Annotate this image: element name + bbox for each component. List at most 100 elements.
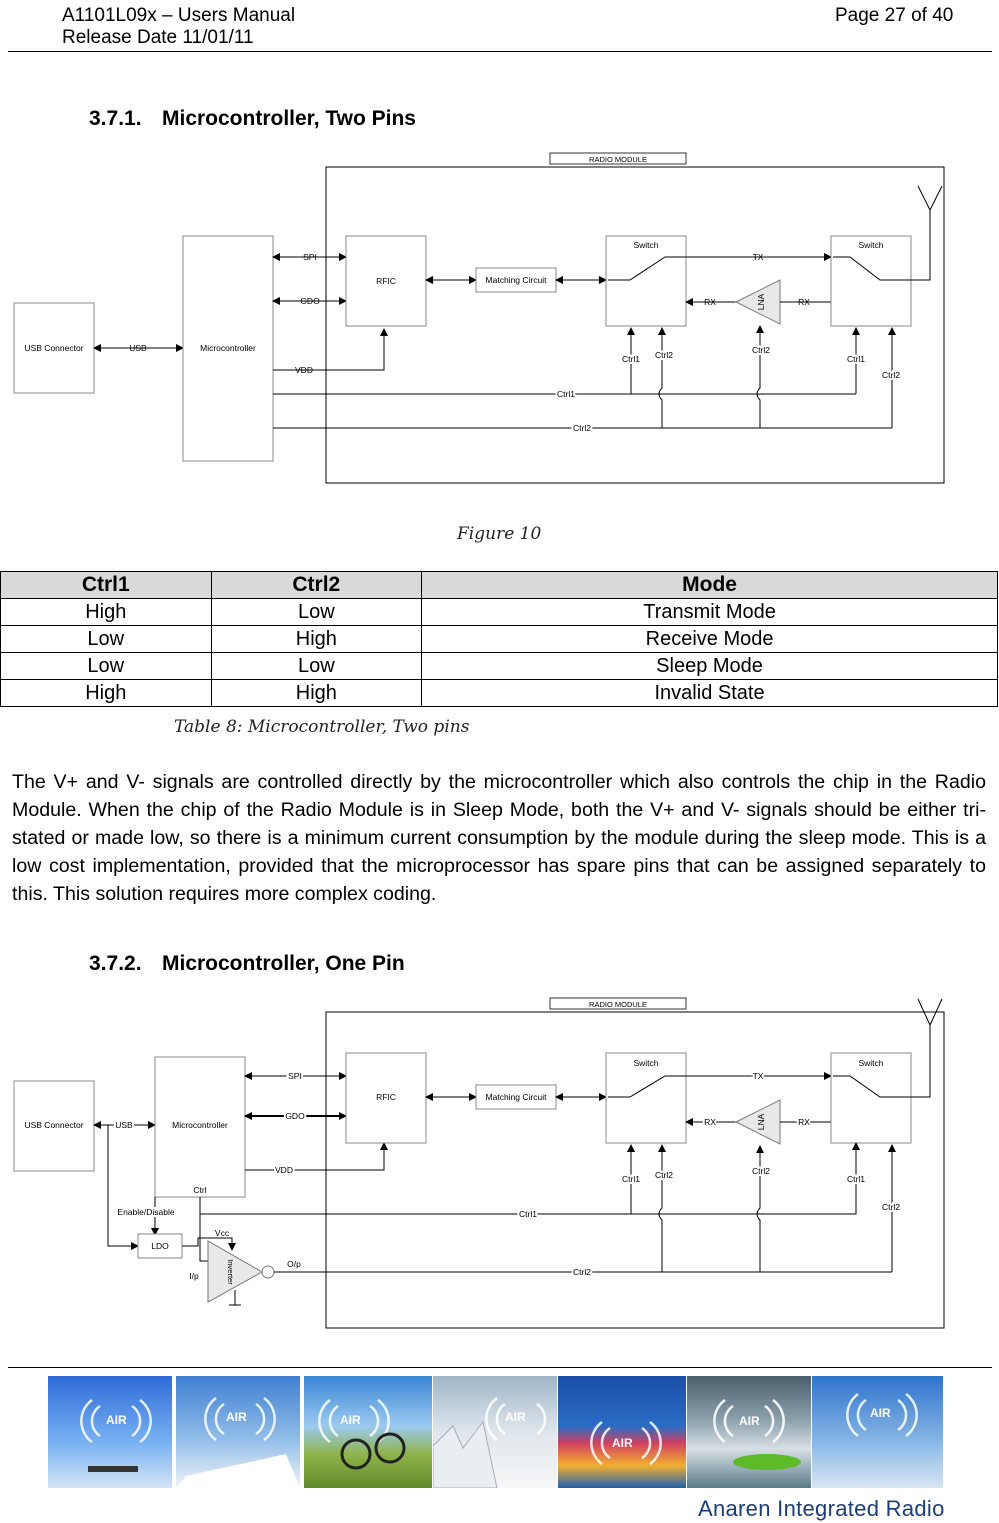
rx-label-left-2: RX (704, 1117, 716, 1127)
ctrl2-left: Ctrl2 (655, 350, 673, 360)
air-wave-icon (713, 1398, 801, 1470)
air-label: AIR (505, 1410, 526, 1424)
lna-label-2: LNA (756, 1113, 766, 1130)
microcontroller-box-2 (154, 1056, 246, 1198)
switch-box-right (830, 235, 912, 327)
table-row: Low Low Sleep Mode (0, 652, 998, 680)
table-cell: Low (0, 625, 212, 653)
inverter-bubble (261, 1265, 275, 1279)
rx-label-right-2: RX (798, 1117, 810, 1127)
ctrl2-lna-2: Ctrl2 (752, 1166, 770, 1176)
footer-tile-kayaker: AIR (687, 1376, 811, 1488)
antenna-icon-2 (917, 998, 943, 1027)
gdo-label-2: GDO (285, 1111, 305, 1121)
ctrl2-right: Ctrl2 (882, 370, 900, 380)
table-header-mode: Mode (421, 571, 998, 599)
microcontroller-box (182, 235, 274, 462)
usb-label-2: USB (115, 1120, 133, 1130)
matching-circuit-box (475, 267, 557, 293)
usb-connector-label-2: USB Connector (24, 1120, 83, 1130)
doc-title: A1101L09x – Users Manual (62, 5, 296, 26)
air-label: AIR (106, 1413, 127, 1427)
air-label: AIR (870, 1406, 891, 1420)
ctrl2-right-2: Ctrl2 (882, 1202, 900, 1212)
rfic-label: RFIC (376, 276, 396, 286)
table-row: High High Invalid State (0, 679, 998, 707)
footer-tile-jumper: AIR (812, 1376, 943, 1488)
body-paragraph: The V+ and V- signals are controlled dir… (12, 771, 986, 905)
ctrl2-bus-label: Ctrl2 (573, 423, 591, 433)
air-wave-icon (846, 1392, 918, 1438)
vdd-label: VDD (295, 365, 313, 375)
usb-label: USB (129, 343, 147, 353)
release-date: Release Date 11/01/11 (62, 27, 254, 48)
microcontroller-label: Microcontroller (200, 343, 256, 353)
table-cell: Low (0, 652, 212, 680)
table-cell: High (0, 679, 212, 707)
radio-module-label: RADIO MODULE (589, 155, 647, 164)
tx-label-2: TX (753, 1071, 764, 1081)
ctrl-pin-label: Ctrl (193, 1185, 206, 1195)
footer-tile-snowboarder: AIR (433, 1376, 557, 1488)
ctrl1-left-2: Ctrl1 (622, 1174, 640, 1184)
switch-label-left-2: Switch (633, 1058, 658, 1068)
ctrl1-right-2: Ctrl1 (847, 1174, 865, 1184)
section-heading-372: 3.7.2.Microcontroller, One Pin (89, 952, 405, 975)
ldo-label: LDO (151, 1241, 169, 1251)
table-cell: Sleep Mode (421, 652, 998, 680)
table-row: Low High Receive Mode (0, 625, 998, 653)
table-cell: High (210, 679, 423, 707)
table-header-ctrl1: Ctrl1 (0, 571, 212, 599)
switch-box-right-2 (830, 1052, 912, 1144)
rfic-label-2: RFIC (376, 1092, 396, 1102)
matching-circuit-label: Matching Circuit (486, 275, 548, 285)
usb-connector-label: USB Connector (24, 343, 83, 353)
switch-label-left: Switch (633, 240, 658, 250)
rx-label-right: RX (798, 297, 810, 307)
ctrl2-left-2: Ctrl2 (655, 1170, 673, 1180)
spi-label-2: SPI (288, 1071, 302, 1081)
air-wave-icon (80, 1398, 152, 1472)
table-cell: Low (210, 598, 423, 626)
air-wave-icon (590, 1420, 662, 1466)
switch-label-right: Switch (858, 240, 883, 250)
switch-label-right-2: Switch (858, 1058, 883, 1068)
table-header-row: Ctrl1 Ctrl2 Mode (0, 571, 998, 599)
rx-label-left: RX (704, 297, 716, 307)
table-8-caption: Table 8: Microcontroller, Two pins (174, 717, 470, 737)
figure-10-caption: Figure 10 (457, 524, 542, 544)
inverter-gate (207, 1240, 264, 1303)
ldo-box (137, 1233, 183, 1259)
ctrl1-left: Ctrl1 (622, 354, 640, 364)
antenna-feed (911, 210, 931, 281)
footer-tile-skydiver: AIR (48, 1376, 172, 1488)
table-cell: Transmit Mode (421, 598, 998, 626)
table-cell: High (210, 625, 423, 653)
footer-rule (8, 1367, 992, 1368)
table-cell: Invalid State (421, 679, 998, 707)
radio-module-tab-2 (549, 997, 687, 1010)
ctrl2-bus-label-2: Ctrl2 (573, 1267, 591, 1277)
gdo-label: GDO (300, 296, 320, 306)
enable-disable-label: Enable/Disable (117, 1207, 174, 1217)
table-cell: Low (210, 652, 423, 680)
header-rule (8, 51, 992, 52)
section-heading-371: 3.7.1.Microcontroller, Two Pins (89, 107, 416, 130)
antenna-icon (917, 185, 943, 212)
inverter-label: Inverter (226, 1259, 235, 1285)
microcontroller-label-2: Microcontroller (172, 1120, 228, 1130)
footer-tile-windsurfer: AIR (558, 1376, 686, 1488)
air-wave-icon (318, 1398, 406, 1470)
brand-name: Anaren Integrated Radio (698, 1496, 945, 1521)
page-number: Page 27 of 40 (835, 5, 954, 26)
ctrl1-right: Ctrl1 (847, 354, 865, 364)
vdd-label-2: VDD (275, 1165, 293, 1175)
ip-label: I/p (189, 1271, 199, 1281)
figure-10-diagram: RADIO MODULE USB Connector USB Microcont… (13, 152, 945, 484)
table-cell: High (0, 598, 212, 626)
op-label: O/p (287, 1259, 301, 1269)
tx-label: TX (753, 252, 764, 262)
ctrl1-bus-label: Ctrl1 (557, 389, 575, 399)
spi-label: SPI (303, 252, 317, 262)
vcc-label: Vcc (215, 1228, 230, 1238)
